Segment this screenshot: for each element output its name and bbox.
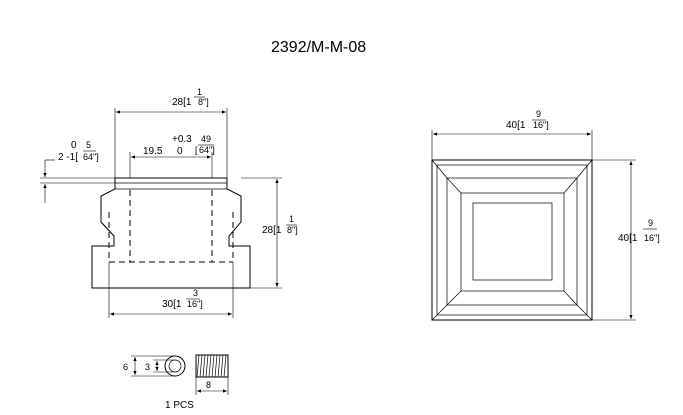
thread-line bbox=[220, 354, 224, 378]
screw-length: 8 bbox=[206, 380, 211, 390]
base-width-label: 30[1 bbox=[162, 299, 182, 310]
top-view-width-inch-num: 9 bbox=[536, 109, 541, 119]
thread-line bbox=[196, 354, 200, 378]
corner-line bbox=[576, 304, 593, 321]
chamfer-tol-upper: 0 bbox=[71, 140, 77, 151]
bore-frac-num: 49 bbox=[201, 134, 211, 144]
top-view-inner bbox=[472, 202, 553, 281]
top-width-label: 28[1 bbox=[172, 97, 192, 108]
bore-value: 19.5 bbox=[143, 146, 163, 157]
side-view-outline bbox=[91, 177, 251, 289]
bore-frac-den: 64"] bbox=[199, 145, 215, 155]
screw-quantity: 1 PCS bbox=[165, 400, 194, 411]
screw-end-outer bbox=[164, 355, 186, 377]
chamfer-frac-num: 5 bbox=[86, 140, 91, 150]
corner-line bbox=[563, 290, 578, 306]
screw-diameter: 6 bbox=[123, 362, 128, 372]
corner-line bbox=[431, 159, 448, 179]
top-view-inner-outer bbox=[460, 192, 565, 292]
bore-open-bracket: [ bbox=[195, 145, 198, 155]
thread-line bbox=[202, 354, 206, 378]
base-width-inch-num: 3 bbox=[193, 288, 198, 298]
chamfer-tol-lower: 2 -1[ bbox=[58, 152, 78, 163]
top-view-chamfer bbox=[436, 164, 588, 316]
base-width-inch-den: 16"] bbox=[187, 299, 203, 309]
bore-tol-lower: 0 bbox=[177, 146, 183, 157]
thread-line bbox=[199, 354, 203, 378]
thread-line bbox=[223, 354, 227, 378]
thread-line bbox=[217, 354, 221, 378]
top-view-height-inch-den: 16"] bbox=[644, 233, 660, 243]
top-view-width-label: 40[1 bbox=[506, 120, 526, 131]
top-width-inch-den: 8"] bbox=[198, 97, 209, 107]
top-view: 9 40[1 16"] 9 40[1 16"] bbox=[431, 109, 660, 321]
set-screw-detail: 6 3 8 1 PCS bbox=[123, 354, 229, 411]
thread-line bbox=[211, 354, 215, 378]
thread-line bbox=[214, 354, 218, 378]
top-view-step bbox=[446, 177, 578, 306]
corner-line bbox=[563, 177, 578, 194]
top-view-outer bbox=[431, 159, 593, 321]
top-width-inch-num: 1 bbox=[197, 87, 202, 97]
thread-line bbox=[208, 354, 212, 378]
corner-line bbox=[431, 304, 448, 321]
bore-tol-upper: +0.3 bbox=[172, 134, 192, 145]
side-view: 1 28[1 8"] 19.5 +0.3 0 49 [ 64"] 0 5 2 -… bbox=[40, 87, 298, 318]
drawing-title: 2392/M-M-08 bbox=[271, 39, 366, 56]
thread-line bbox=[205, 354, 209, 378]
chamfer-frac-den: 64"] bbox=[83, 152, 99, 162]
top-view-height-label: 40[1 bbox=[618, 233, 638, 244]
corner-line bbox=[576, 159, 593, 179]
screw-end-inner bbox=[168, 359, 182, 373]
corner-line bbox=[446, 290, 462, 306]
top-view-width-inch-den: 16"] bbox=[533, 120, 549, 130]
top-view-height-inch-num: 9 bbox=[648, 218, 653, 228]
screw-threads bbox=[196, 354, 227, 378]
corner-line bbox=[446, 177, 462, 194]
height-inch-num: 1 bbox=[289, 214, 294, 224]
screw-inner: 3 bbox=[145, 362, 150, 372]
height-inch-den: 8"] bbox=[287, 225, 298, 235]
height-label: 28[1 bbox=[262, 225, 282, 236]
